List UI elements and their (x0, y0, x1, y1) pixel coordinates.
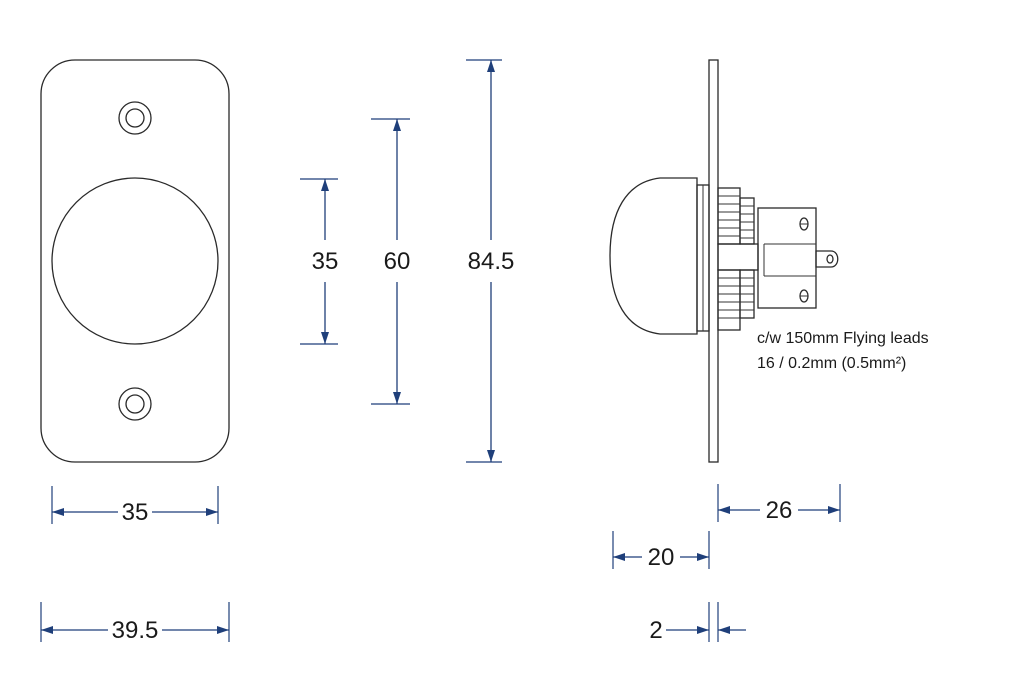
dim-plate-thickness-label: 2 (649, 617, 662, 644)
front-view (40, 59, 230, 463)
solder-tab (815, 250, 839, 268)
dim-depth-rear-label: 26 (766, 497, 793, 524)
button-dome (609, 177, 698, 335)
dim-height-button-label: 35 (312, 248, 339, 275)
lower-terminal-screw (799, 289, 809, 303)
dim-height-total-label: 84.5 (468, 248, 515, 275)
dim-plate-thickness: 2 (649, 602, 746, 644)
dim-width-inner-label: 35 (122, 499, 149, 526)
dim-depth-rear: 26 (717, 484, 841, 524)
upper-terminal-screw (799, 217, 809, 231)
threaded-nut-lower (717, 269, 755, 331)
dim-width-inner: 35 (51, 486, 219, 526)
push-button-circle (51, 177, 219, 345)
dim-width-outer-label: 39.5 (112, 617, 159, 644)
flying-leads-note-line1: c/w 150mm Flying leads (757, 330, 929, 347)
dim-height-holes: 60 (371, 118, 411, 405)
threaded-shaft (717, 243, 759, 271)
dim-depth-front: 20 (612, 531, 710, 571)
faceplate-outline (40, 59, 230, 463)
side-view (609, 59, 839, 463)
threaded-nut-upper (717, 187, 755, 245)
dim-height-holes-label: 60 (384, 248, 411, 275)
bottom-screw-hole (118, 387, 152, 421)
flying-leads-note-line2: 16 / 0.2mm (0.5mm²) (757, 355, 906, 372)
dim-depth-front-label: 20 (648, 544, 675, 571)
dim-width-outer: 39.5 (40, 602, 230, 644)
mounting-plate (708, 59, 719, 463)
dim-height-button: 35 (300, 178, 339, 345)
dim-height-total: 84.5 (466, 59, 515, 463)
top-screw-hole (118, 101, 152, 135)
